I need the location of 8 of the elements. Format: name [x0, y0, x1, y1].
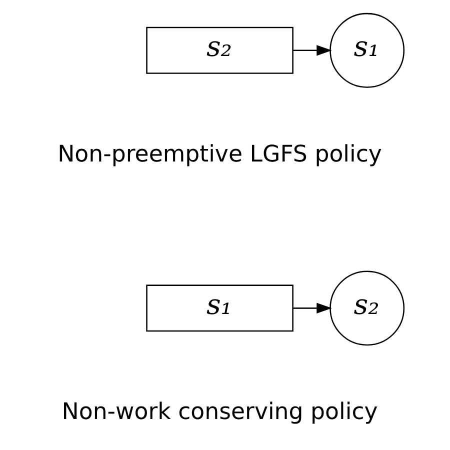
node-box: s₁ — [146, 284, 293, 332]
label: Non-preemptive LGFS policy — [57, 141, 382, 168]
label: Non-work conserving policy — [61, 399, 378, 426]
node-circle: s₁ — [329, 12, 404, 88]
arrow — [292, 302, 332, 314]
arrow — [292, 45, 332, 56]
node-circle: s₂ — [329, 270, 404, 346]
node-box: s₂ — [146, 26, 293, 74]
